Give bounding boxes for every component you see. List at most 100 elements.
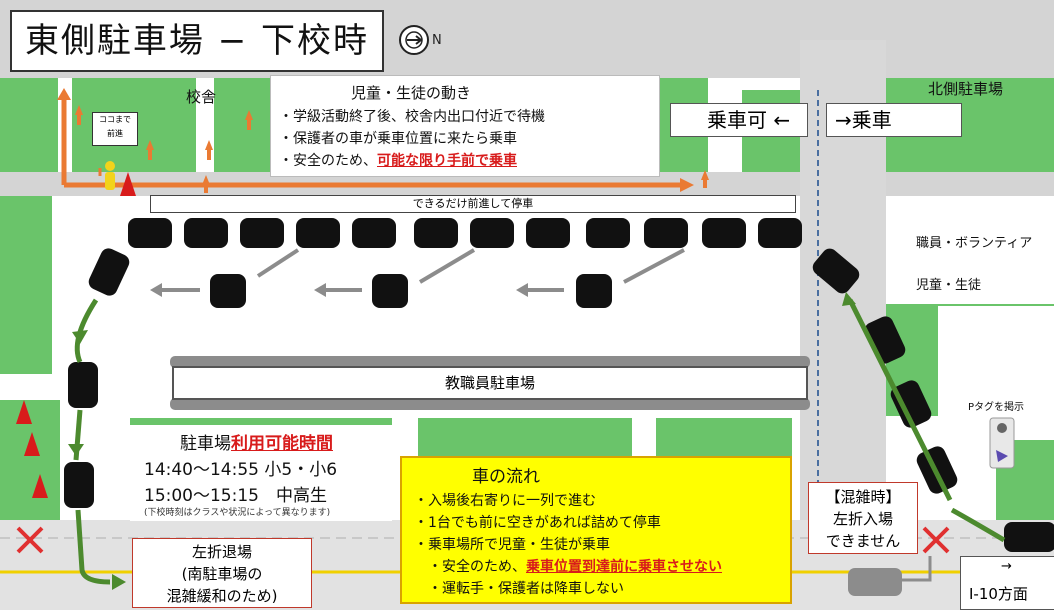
direction-arrow: → <box>1001 559 1012 574</box>
car-icon <box>758 218 802 248</box>
student-movement-title: 児童・生徒の動き <box>351 84 472 102</box>
staff-figure-body <box>105 172 115 190</box>
hours-row: 14:40〜14:55 小5・小6 <box>144 460 338 480</box>
p-tag-sign-icon <box>989 417 1015 469</box>
car-icon <box>812 248 860 294</box>
gray-car-icon <box>848 568 902 596</box>
stop-here-sign: ココまで 前進 <box>92 112 138 146</box>
stop-here-line2: 前進 <box>107 129 123 138</box>
student-movement-list: 学級活動終了後、校舎内出口付近で待機 保護者の車が乗車位置に来たら乗車 安全のた… <box>279 106 545 172</box>
staff-car-row-bottom <box>170 398 810 410</box>
gray-arrows <box>150 248 685 297</box>
stop-here-line1: ココまで <box>99 115 131 124</box>
car-icon <box>68 362 98 408</box>
parking-hours-title: 駐車場利用可能時間 <box>180 429 333 454</box>
congestion-line: 【混雑時】 <box>825 488 901 506</box>
left-turn-exit-line: 混雑緩和のため) <box>166 587 278 605</box>
compass-arrow <box>407 35 423 45</box>
hours-row: 15:00〜15:15 中高生 <box>144 486 327 506</box>
car-icon <box>526 218 570 248</box>
car-flow-title: 車の流れ <box>472 467 540 487</box>
boarding-ng-label: 乗車 <box>851 108 892 132</box>
car-flow-arrowheads <box>68 292 856 590</box>
list-item: ・運転手・保護者は降車しない <box>428 581 624 597</box>
lawn <box>0 78 58 172</box>
congestion-box: 【混雑時】 左折入場 できません <box>808 482 918 554</box>
car-flow-sub1-red: 乗車位置到達前に乗車させない <box>526 559 722 575</box>
north-parking-label: 北側駐車場 <box>928 80 1004 98</box>
car-icon <box>1004 522 1054 552</box>
car-flow-panel: 車の流れ ・入場後右寄りに一列で進む ・1台でも前に空きがあれば詰めて停車 ・乗… <box>400 456 792 604</box>
hours-title-plain: 駐車場 <box>180 434 231 454</box>
lawn <box>418 418 632 458</box>
car-flow-sub1-prefix: ・安全のため、 <box>428 559 526 575</box>
direction-sign: → I-10方面 <box>960 556 1054 610</box>
lawn <box>0 196 52 374</box>
car-icon <box>352 218 396 248</box>
car-icon <box>644 218 688 248</box>
car-icon <box>586 218 630 248</box>
pull-forward-banner: できるだけ前進して停車 <box>150 195 796 213</box>
staff-parking-label: 教職員駐車場 <box>172 366 808 400</box>
congestion-line: 左折入場 <box>832 510 893 528</box>
hours-note: (下校時刻はクラスや状況によって異なります) <box>144 508 331 518</box>
car-icon <box>184 218 228 248</box>
car-icon <box>240 218 284 248</box>
boarding-ng-box: →乗車 <box>826 103 962 137</box>
compass-letter: N <box>432 33 442 48</box>
car-column-left <box>64 248 130 508</box>
traffic-cone-icon <box>24 432 40 456</box>
staff-figure-icon <box>105 161 115 171</box>
left-turn-exit-line: 左折退場 <box>191 543 252 561</box>
car-icon <box>372 274 408 308</box>
p-tag-sign-dot <box>997 423 1007 433</box>
list-item: ・入場後右寄りに一列で進む <box>414 493 596 509</box>
item3-red: 可能な限り手前で乗車 <box>377 153 517 169</box>
car-icon <box>296 218 340 248</box>
people-legend: 職員・ボランティア 児童・生徒 <box>886 196 1054 304</box>
right-arrow-icon: → <box>835 108 852 132</box>
car-icon <box>64 462 94 508</box>
car-icon <box>576 274 612 308</box>
parking-hours-panel: 駐車場利用可能時間 14:40〜14:55 小5・小6 15:00〜15:15 … <box>130 425 392 521</box>
student-route-arrows <box>57 88 694 192</box>
school-building-label: 校舎 <box>186 88 217 106</box>
car-icon <box>210 274 246 308</box>
congestion-line: できません <box>825 532 901 550</box>
car-icon <box>128 218 172 248</box>
direction-text: I-10方面 <box>969 585 1028 603</box>
p-tag-label: Pタグを掲示 <box>968 402 1025 413</box>
list-item: ・安全のため、乗車位置到達前に乗車させない <box>428 556 722 576</box>
car-icon <box>414 218 458 248</box>
small-up-arrows <box>75 105 709 193</box>
hours-title-red: 利用可能時間 <box>231 434 333 454</box>
car-flow-item: 1台でも前に空きがあれば詰めて停車 <box>428 515 661 531</box>
list-item: 安全のため、可能な限り手前で乗車 <box>279 150 545 172</box>
no-entry-x-icon <box>16 526 44 554</box>
list-item: ・1台でも前に空きがあれば詰めて停車 <box>414 515 661 531</box>
car-icon <box>470 218 514 248</box>
list-item: 保護者の車が乗車位置に来たら乗車 <box>279 128 545 150</box>
staff-parking-cars <box>170 356 810 410</box>
student-movement-legend: 児童・生徒の動き 学級活動終了後、校舎内出口付近で待機 保護者の車が乗車位置に来… <box>270 75 660 177</box>
lawn <box>214 78 272 172</box>
boarding-ok-label: 乗車可 <box>707 108 767 132</box>
left-turn-exit-line: (南駐車場の <box>181 565 263 583</box>
car-icon <box>890 380 932 428</box>
traffic-cone-icon <box>16 400 32 424</box>
left-arrow-icon: ← <box>767 108 791 132</box>
page-title: 東側駐車場 − 下校時 <box>10 10 384 72</box>
car-flow-item: 乗車場所で児童・生徒が乗車 <box>428 537 610 553</box>
p-tag-sign-flag <box>996 450 1008 462</box>
no-entry-x-icon <box>922 526 950 554</box>
item3-prefix: 安全のため、 <box>293 153 377 169</box>
staff-car-row-top <box>170 356 810 368</box>
gray-turn-arrow <box>900 556 932 582</box>
car-icon <box>702 218 746 248</box>
student-label: 児童・生徒 <box>916 278 982 293</box>
list-item: ・乗車場所で児童・生徒が乗車 <box>414 537 610 553</box>
list-item: 学級活動終了後、校舎内出口付近で待機 <box>279 106 545 128</box>
car-row-middle <box>210 274 612 308</box>
car-row-top <box>128 218 802 248</box>
